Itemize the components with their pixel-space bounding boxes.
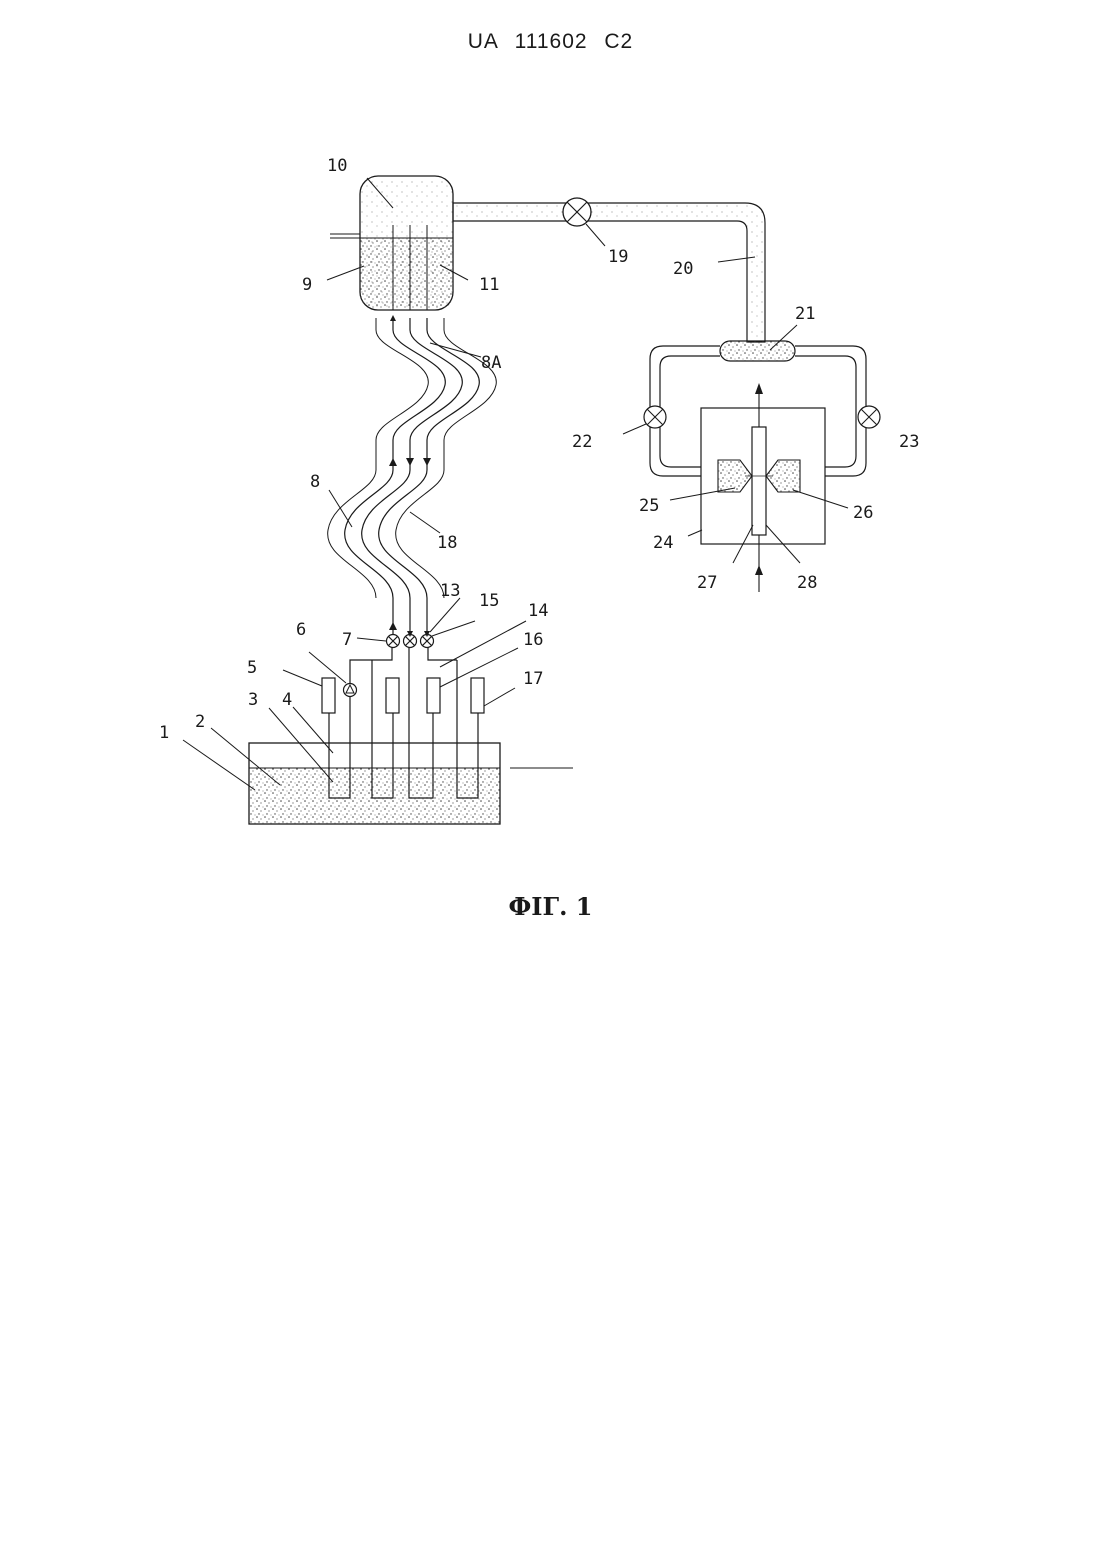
splitter-21 [720,341,795,361]
ref-23: 23 [899,432,919,452]
ref-11: 11 [479,275,499,295]
ref-20: 20 [673,259,693,279]
burner-housing [701,383,825,592]
ref-8a: 8A [481,353,501,373]
ref-7: 7 [342,630,352,650]
separator-vessel [330,176,453,310]
ref-26: 26 [853,503,873,523]
ref-5: 5 [247,658,257,678]
ref-13: 13 [440,581,460,601]
ref-8: 8 [310,472,320,492]
ref-3: 3 [248,690,258,710]
ref-4: 4 [282,690,292,710]
ref-16: 16 [523,630,543,650]
ground-bath [249,743,573,824]
ref-25: 25 [639,496,659,516]
valve-19-icon [563,198,591,226]
ref-19: 19 [608,247,628,267]
ref-18: 18 [437,533,457,553]
valve-23-icon [858,406,880,428]
ref-27: 27 [697,573,717,593]
ref-28: 28 [797,573,817,593]
ref-9: 9 [302,275,312,295]
collector-lines [350,648,457,683]
ref-22: 22 [572,432,592,452]
ref-6: 6 [296,620,306,640]
gas-pipeline [453,203,765,342]
ref-24: 24 [653,533,673,553]
figure-caption: ФІГ. 1 [0,892,1101,921]
ref-2: 2 [195,712,205,732]
ref-21: 21 [795,304,815,324]
ref-10: 10 [327,156,347,176]
pump-icon [344,684,357,697]
ref-1: 1 [159,723,169,743]
ref-15: 15 [479,591,499,611]
ref-17: 17 [523,669,543,689]
ref-14: 14 [528,601,548,621]
pipeline-bundle [328,318,497,634]
valve-22-icon [644,406,666,428]
valve-cluster [387,635,434,648]
